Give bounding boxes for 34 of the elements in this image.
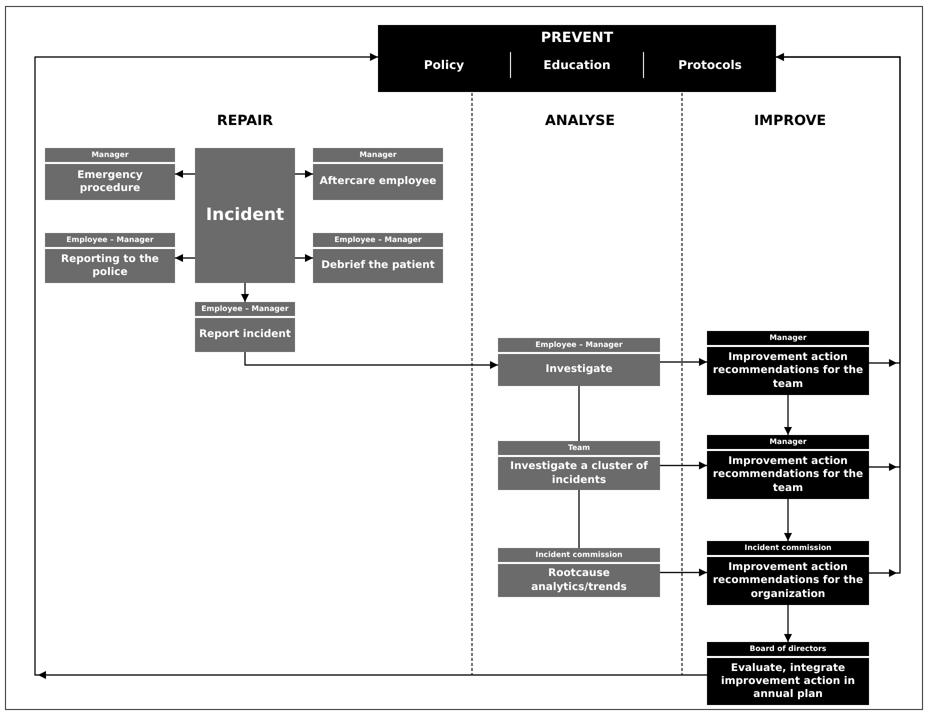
step-text: Evaluate, integrate improvement action in annual plan (720, 660, 856, 702)
step-text: Investigate (544, 362, 614, 378)
process-box (707, 435, 869, 499)
process-box (498, 548, 660, 597)
column-heading: ANALYSE (545, 113, 615, 129)
process-box (195, 148, 295, 283)
step-text: Improvement action recommendations for the organization (712, 560, 864, 602)
process-box (45, 233, 175, 283)
category-text: Policy (422, 57, 466, 74)
process-box (498, 338, 660, 386)
process-box (707, 541, 869, 605)
step-text: Investigate a cluster of incidents (509, 459, 649, 488)
category-text: Education (510, 52, 643, 78)
step-text: Improvement action recommendations for the team (712, 350, 864, 392)
step-text: Aftercare employee (318, 174, 438, 190)
column-heading: IMPROVE (754, 113, 826, 129)
column-heading: REPAIR (216, 113, 274, 129)
process-box (313, 233, 443, 283)
process-box (195, 302, 295, 352)
category-text: Protocols (643, 52, 776, 78)
process-box (313, 148, 443, 200)
step-text: Incident (204, 204, 286, 227)
process-box (707, 331, 869, 395)
step-text: Report incident (198, 327, 292, 342)
step-text: Reporting to the police (60, 252, 160, 280)
process-box (707, 642, 869, 705)
step-text: Emergency procedure (76, 168, 144, 196)
step-text: Improvement action recommendations for the team (712, 454, 864, 496)
step-text: Rootcause analytics/trends (530, 566, 628, 594)
process-box (45, 148, 175, 200)
box-title: PREVENT (540, 30, 614, 46)
prevent-box (378, 25, 776, 92)
process-box (498, 441, 660, 490)
step-text: Debrief the patient (320, 258, 436, 274)
